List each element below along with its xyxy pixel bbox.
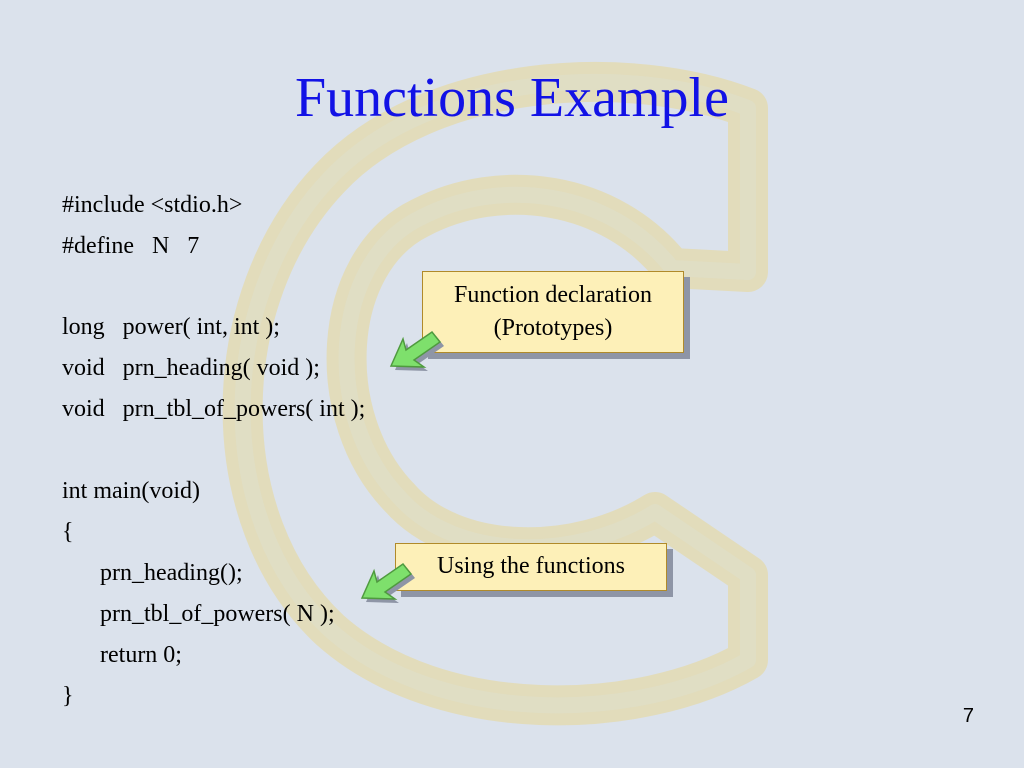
slide-title: Functions Example — [295, 67, 729, 129]
code-line-close-brace: } — [62, 683, 74, 709]
code-line-prototype-table: void prn_tbl_of_powers( int ); — [62, 396, 366, 422]
code-line-include: #include <stdio.h> — [62, 192, 243, 218]
code-line-main: int main(void) — [62, 478, 200, 504]
code-line-define: #define N 7 — [62, 233, 200, 259]
code-line-open-brace: { — [62, 519, 74, 545]
callout-declaration-line2: (Prototypes) — [493, 315, 613, 341]
callout-usage-text: Using the functions — [437, 553, 625, 579]
page-number: 7 — [962, 705, 974, 727]
callout-function-declaration: Function declaration (Prototypes) — [422, 271, 684, 353]
code-line-return: return 0; — [100, 642, 182, 668]
code-line-call-heading: prn_heading(); — [100, 560, 243, 586]
green-pointer-arrow-icon — [389, 330, 444, 371]
green-pointer-arrow-icon — [360, 562, 415, 603]
code-line-prototype-power: long power( int, int ); — [62, 314, 280, 340]
code-line-call-table: prn_tbl_of_powers( N ); — [100, 601, 335, 627]
callout-using-functions: Using the functions — [395, 543, 667, 591]
code-line-prototype-heading: void prn_heading( void ); — [62, 355, 320, 381]
callout-declaration-line1: Function declaration — [454, 282, 652, 308]
